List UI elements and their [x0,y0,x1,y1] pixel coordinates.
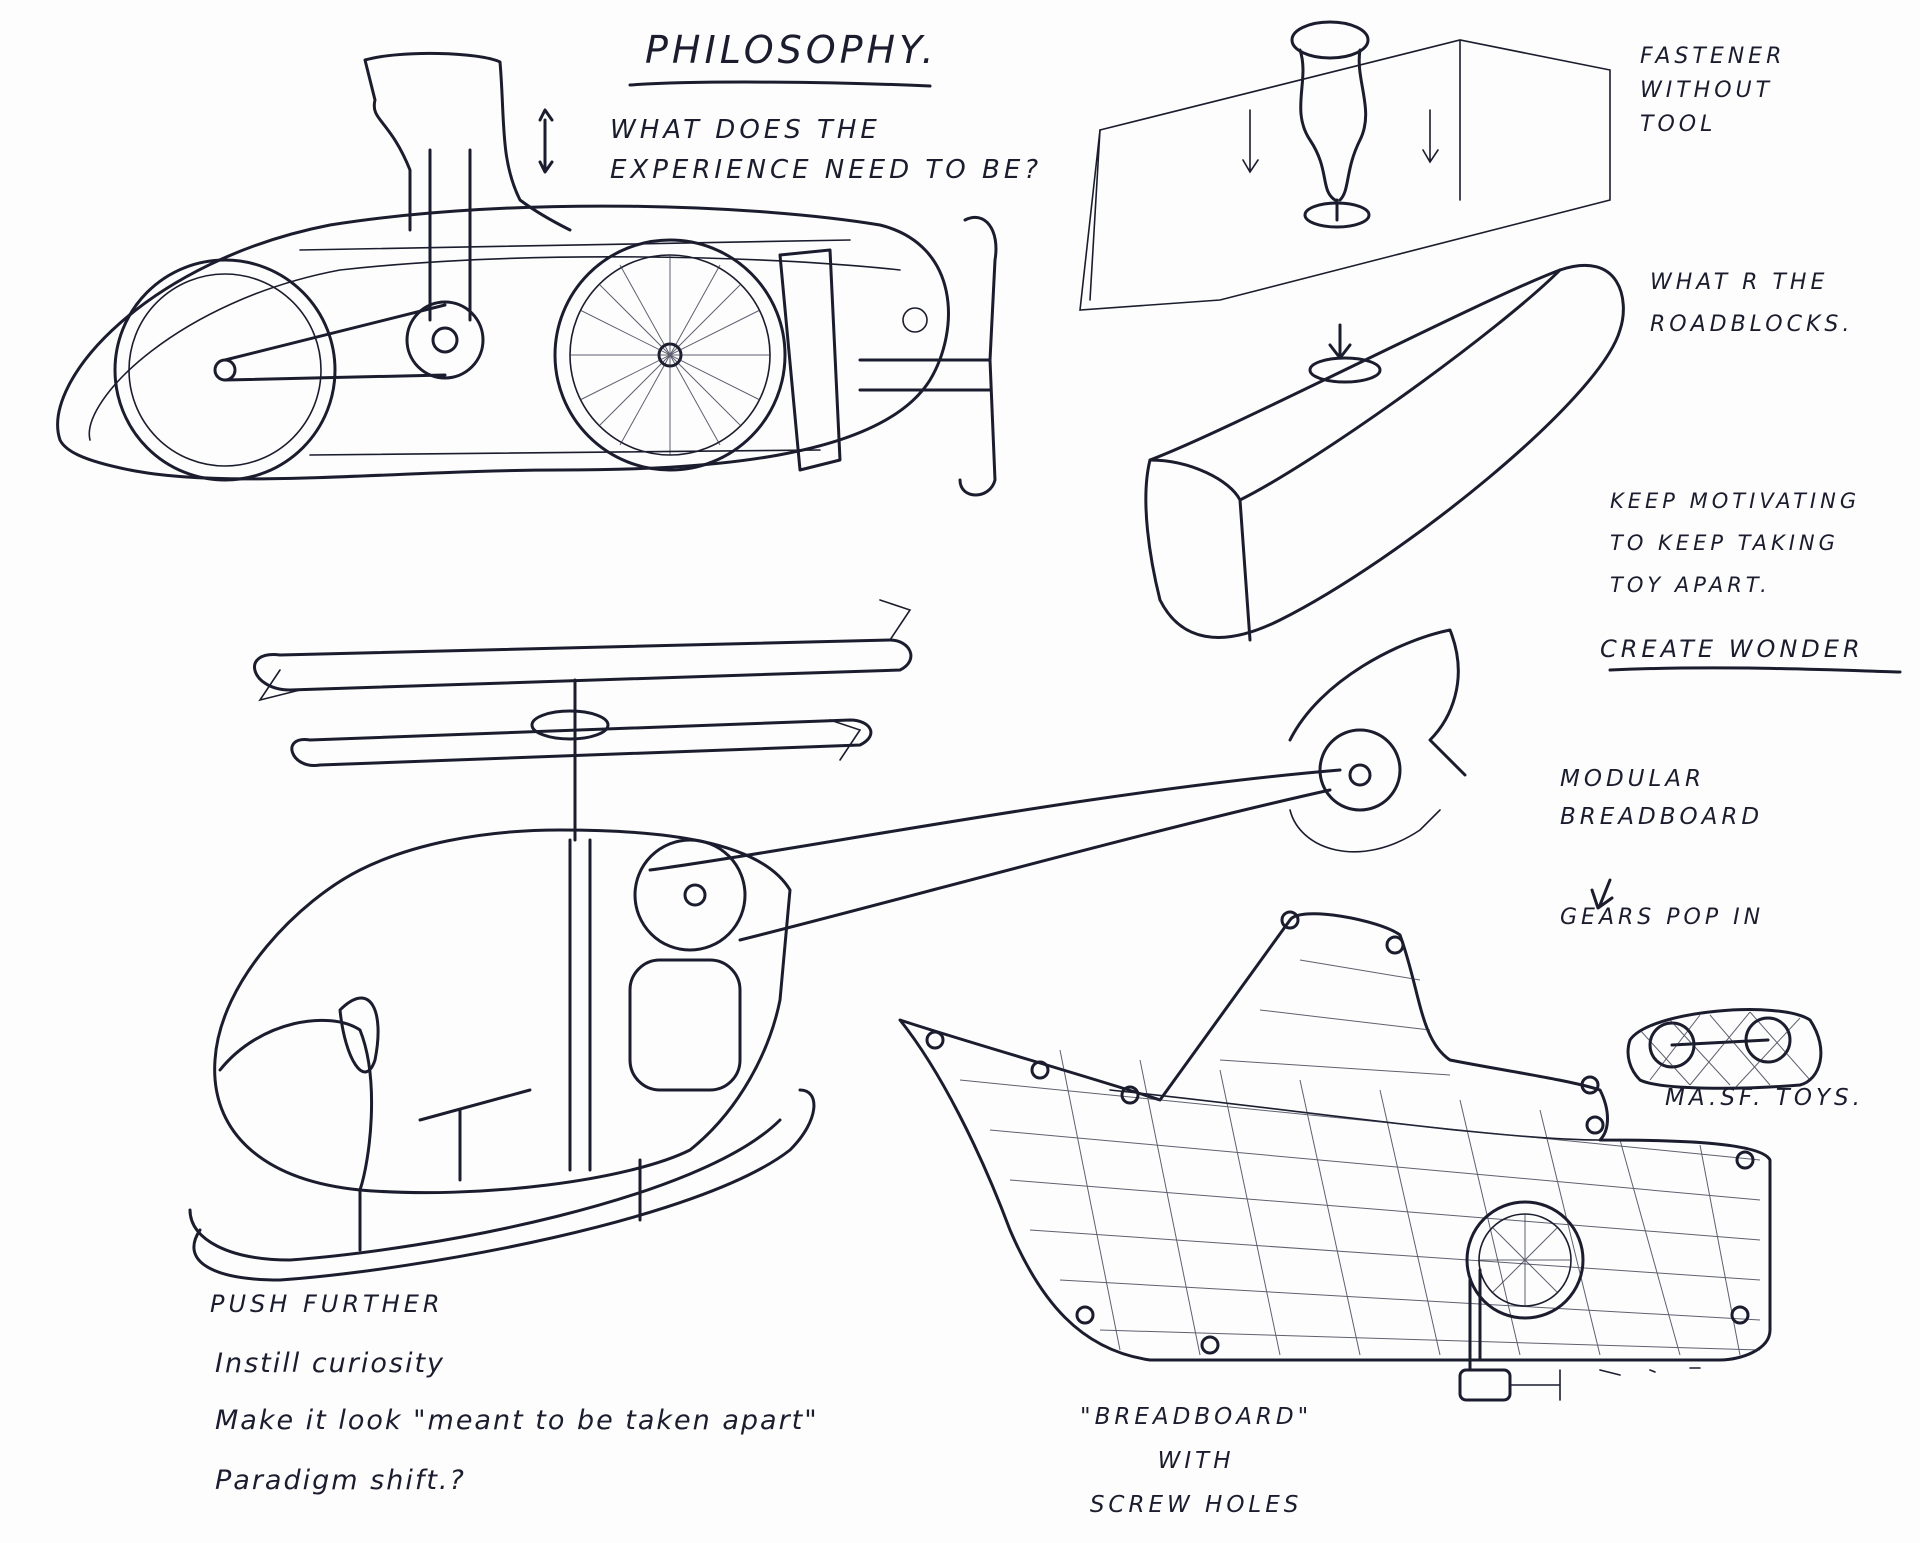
masf-note: MA.SF. TOYS. [1665,1085,1864,1111]
breadboard-boat-sketch [898,910,1772,1402]
tank-toy-sketch [56,51,998,497]
push-further-note: PUSH FURTHER [210,1290,444,1318]
experience-question: WHAT DOES THE EXPERIENCE NEED TO BE? [610,115,1043,185]
wonder-underline [1608,666,1902,674]
roadblocks-note: WHAT R THE ROADBLOCKS. [1650,270,1854,337]
helicopter-toy-sketch [188,599,1467,1282]
philosophy-heading: PHILOSOPHY. [645,28,938,72]
gears-note: GEARS POP IN [1560,905,1765,930]
curiosity-note: Instill curiosity [215,1348,446,1379]
meant-note: Make it look "meant to be taken apart" [215,1405,819,1436]
small-toy-sketch [1626,1008,1823,1090]
wonder-note: CREATE WONDER [1600,635,1864,663]
breadboard-note: "BREADBOARD" WITH SCREW HOLES [1080,1404,1313,1518]
paradigm-note: Paradigm shift.? [215,1465,466,1496]
modular-arrow [1590,878,1614,910]
philosophy-underline [628,80,932,88]
modular-note: MODULAR BREADBOARD [1560,766,1764,830]
motivating-note: KEEP MOTIVATING TO KEEP TAKING TOY APART… [1610,489,1861,597]
fastener-block-sketch [1079,20,1625,642]
fastener-note: FASTENER WITHOUT TOOL [1640,44,1786,137]
